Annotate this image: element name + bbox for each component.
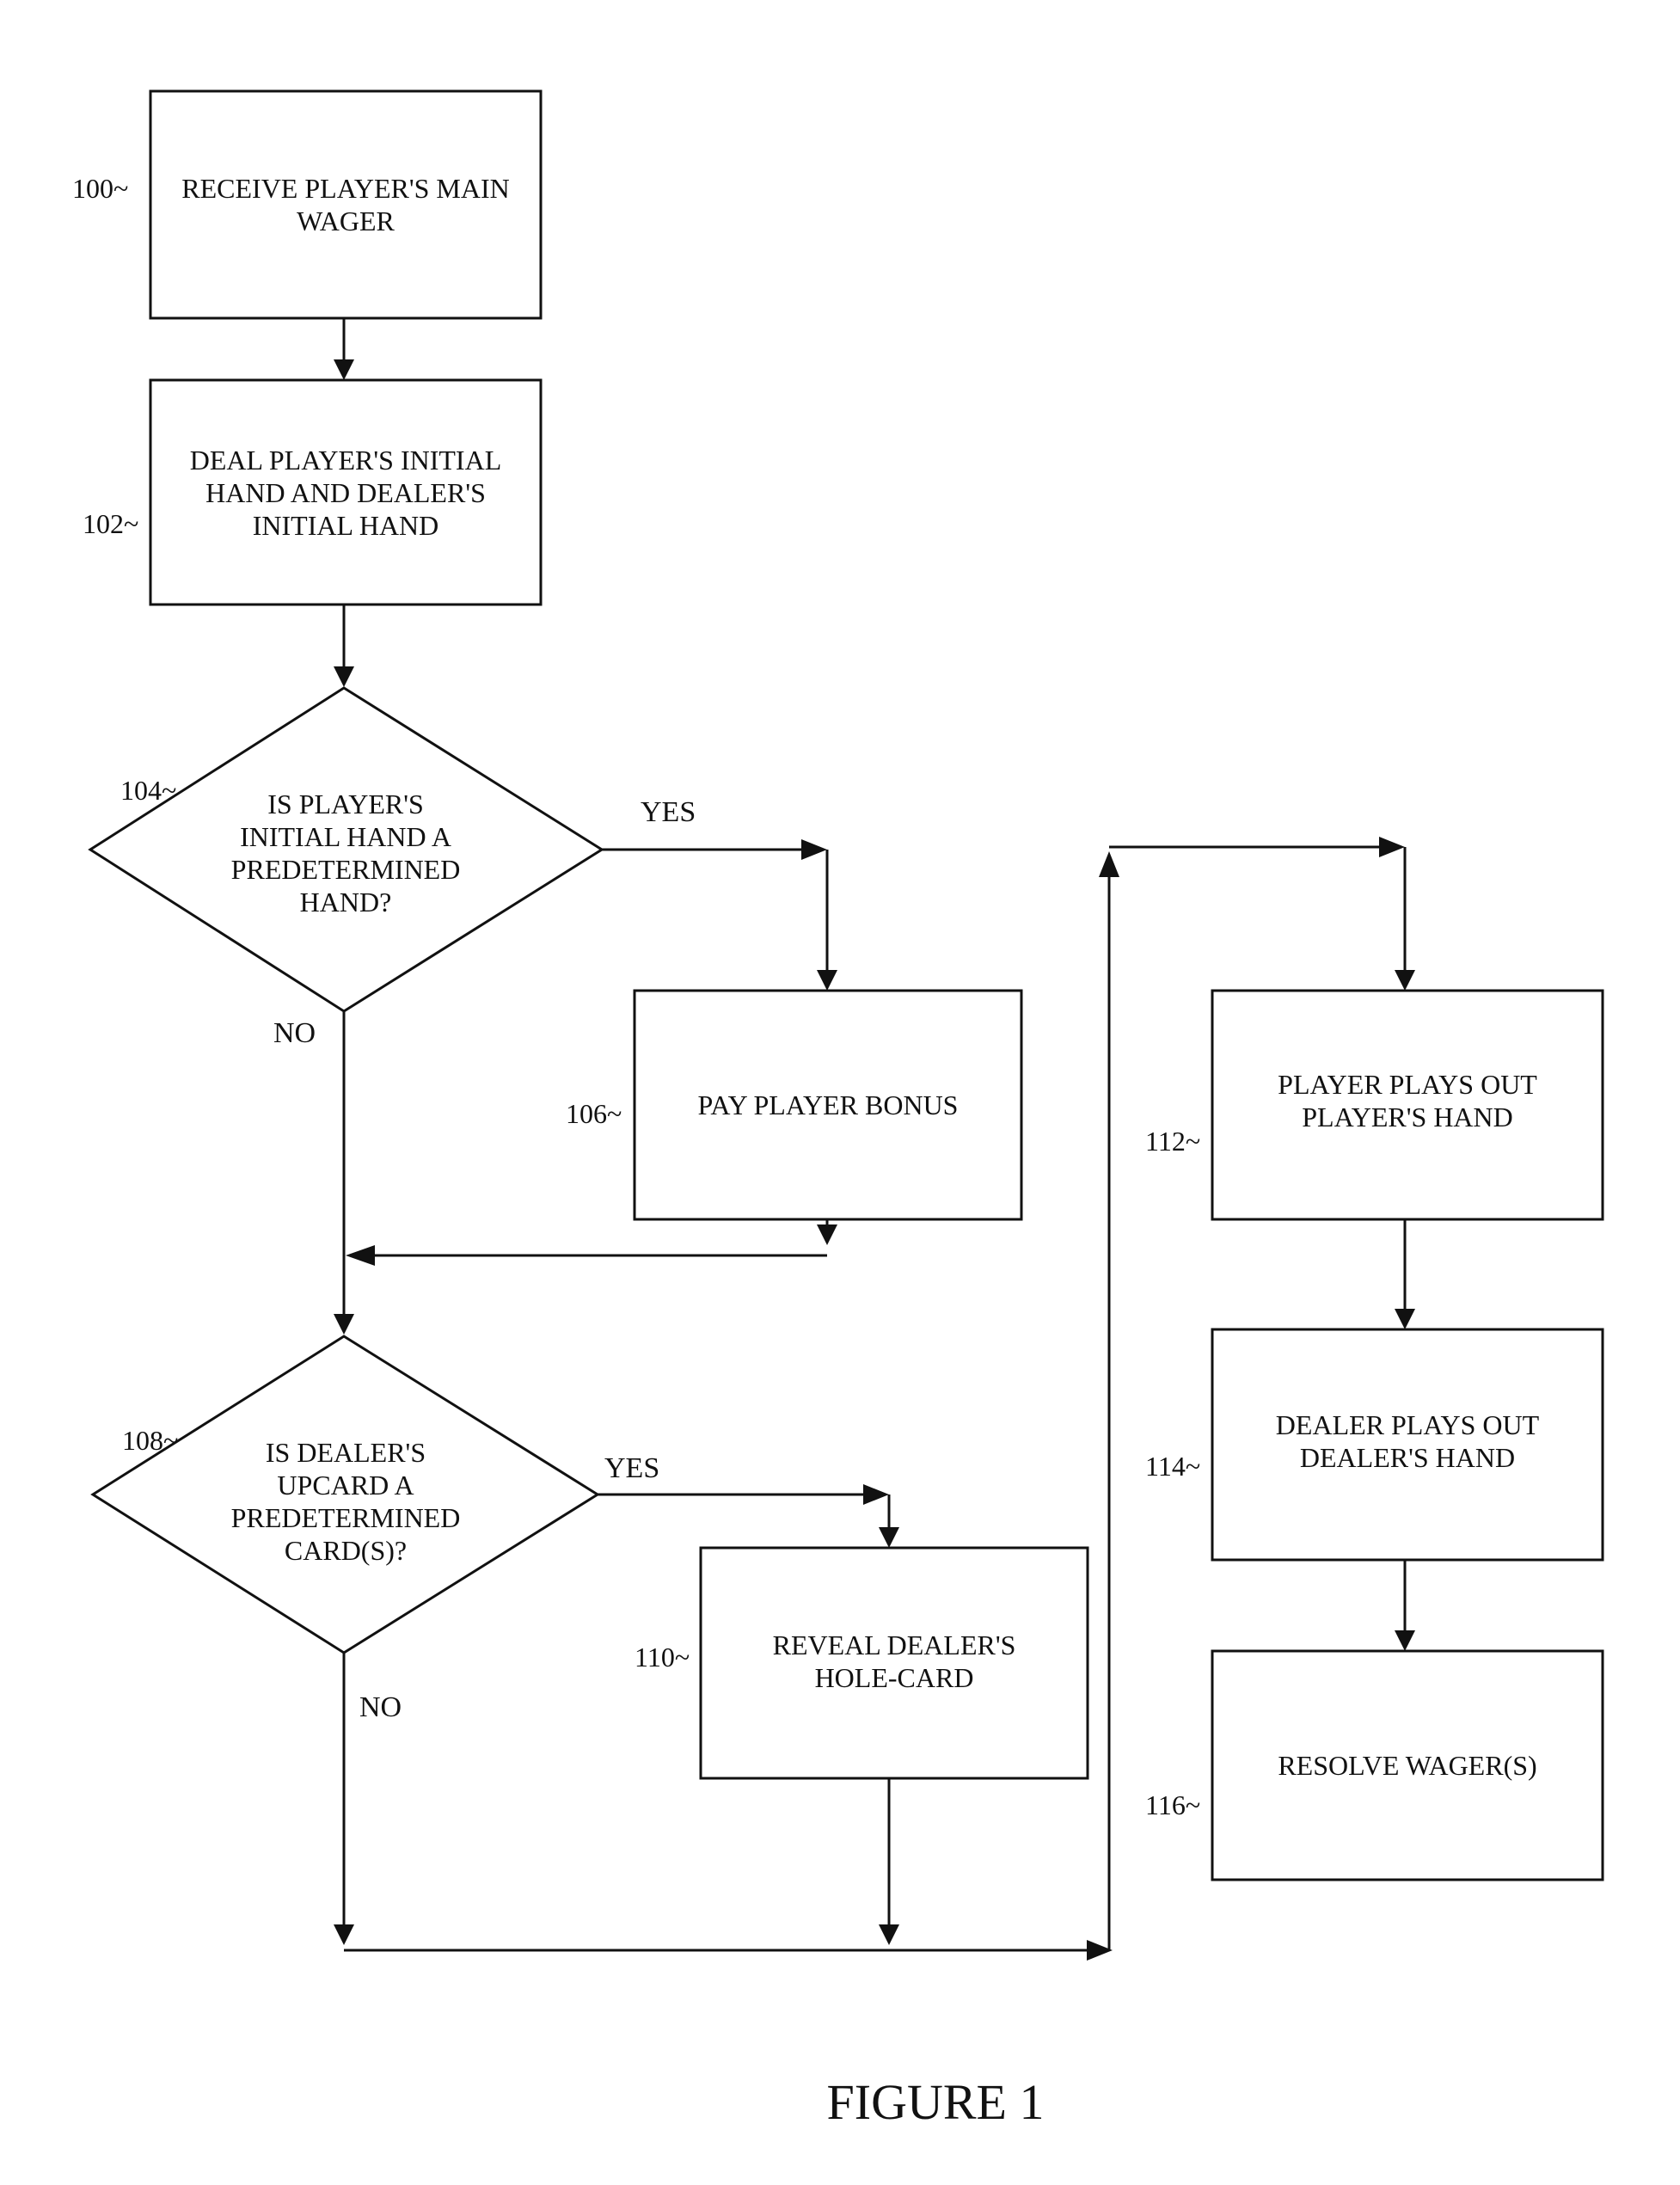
node-100: RECEIVE PLAYER'S MAIN WAGER 100~ — [72, 91, 541, 318]
node-label-line: PAY PLAYER BONUS — [698, 1089, 959, 1120]
node-116: RESOLVE WAGER(S) 116~ — [1145, 1651, 1603, 1880]
arrowhead-icon — [1379, 837, 1405, 857]
decision-104: IS PLAYER'S INITIAL HAND A PREDETERMINED… — [90, 688, 696, 1049]
node-label-line: HAND? — [300, 887, 392, 918]
arrowhead-icon — [334, 1314, 354, 1335]
arrowhead-icon — [1099, 851, 1119, 877]
reference-number: 100~ — [72, 173, 128, 204]
arrowhead-icon — [1395, 1630, 1415, 1651]
figure-caption: FIGURE 1 — [827, 2074, 1045, 2130]
node-label-line: RESOLVE WAGER(S) — [1278, 1750, 1536, 1781]
arrowhead-icon — [879, 1924, 899, 1945]
node-label-line: UPCARD A — [277, 1470, 414, 1501]
decision-108: IS DEALER'S UPCARD A PREDETERMINED CARD(… — [93, 1336, 659, 1723]
node-label-line: PREDETERMINED — [231, 854, 461, 885]
arrowhead-icon — [817, 1224, 837, 1245]
node-label-line: PLAYER'S HAND — [1302, 1102, 1513, 1132]
arrowhead-icon — [817, 970, 837, 991]
arrowhead-icon — [346, 1245, 375, 1266]
arrowhead-icon — [1395, 1309, 1415, 1329]
node-label-line: INITIAL HAND — [253, 510, 439, 541]
node-label-line: HAND AND DEALER'S — [205, 477, 486, 508]
reference-number: 116~ — [1145, 1789, 1200, 1820]
node-label-line: PLAYER PLAYS OUT — [1278, 1069, 1537, 1100]
reference-number: 114~ — [1145, 1451, 1200, 1482]
node-label-line: HOLE-CARD — [815, 1662, 974, 1693]
branch-label-yes: YES — [641, 796, 696, 828]
arrowhead-icon — [334, 359, 354, 380]
node-102: DEAL PLAYER'S INITIAL HAND AND DEALER'S … — [83, 380, 541, 605]
reference-number: 102~ — [83, 508, 138, 539]
node-label-line: RECEIVE PLAYER'S MAIN — [181, 173, 510, 204]
node-label-line: DEALER PLAYS OUT — [1276, 1409, 1540, 1440]
node-label-line: INITIAL HAND A — [240, 821, 451, 852]
node-112: PLAYER PLAYS OUT PLAYER'S HAND 112~ — [1145, 991, 1603, 1219]
arrowhead-icon — [863, 1484, 889, 1505]
node-label-line: PREDETERMINED — [231, 1502, 461, 1533]
node-label-line: WAGER — [297, 206, 395, 236]
reference-number: 106~ — [566, 1098, 622, 1129]
arrowhead-icon — [879, 1527, 899, 1548]
arrowhead-icon — [1395, 970, 1415, 991]
reference-number: 104~ — [120, 775, 176, 806]
reference-number: 110~ — [635, 1642, 690, 1673]
reference-number: 108~ — [122, 1425, 178, 1456]
node-label-line: DEALER'S HAND — [1300, 1442, 1515, 1473]
process-box — [150, 91, 541, 318]
node-110: REVEAL DEALER'S HOLE-CARD 110~ — [635, 1548, 1088, 1778]
branch-label-yes: YES — [604, 1452, 659, 1484]
node-label-line: DEAL PLAYER'S INITIAL — [190, 445, 501, 476]
branch-label-no: NO — [273, 1017, 316, 1049]
reference-number: 112~ — [1145, 1126, 1200, 1157]
node-label-line: IS PLAYER'S — [267, 789, 424, 819]
arrowhead-icon — [334, 666, 354, 687]
branch-label-no: NO — [359, 1691, 402, 1723]
node-106: PAY PLAYER BONUS 106~ — [566, 991, 1021, 1219]
arrowhead-icon — [801, 839, 827, 860]
node-114: DEALER PLAYS OUT DEALER'S HAND 114~ — [1145, 1329, 1603, 1560]
node-label-line: REVEAL DEALER'S — [773, 1630, 1016, 1660]
node-label-line: CARD(S)? — [285, 1535, 407, 1566]
node-label-line: IS DEALER'S — [266, 1437, 426, 1468]
arrowhead-icon — [334, 1924, 354, 1945]
